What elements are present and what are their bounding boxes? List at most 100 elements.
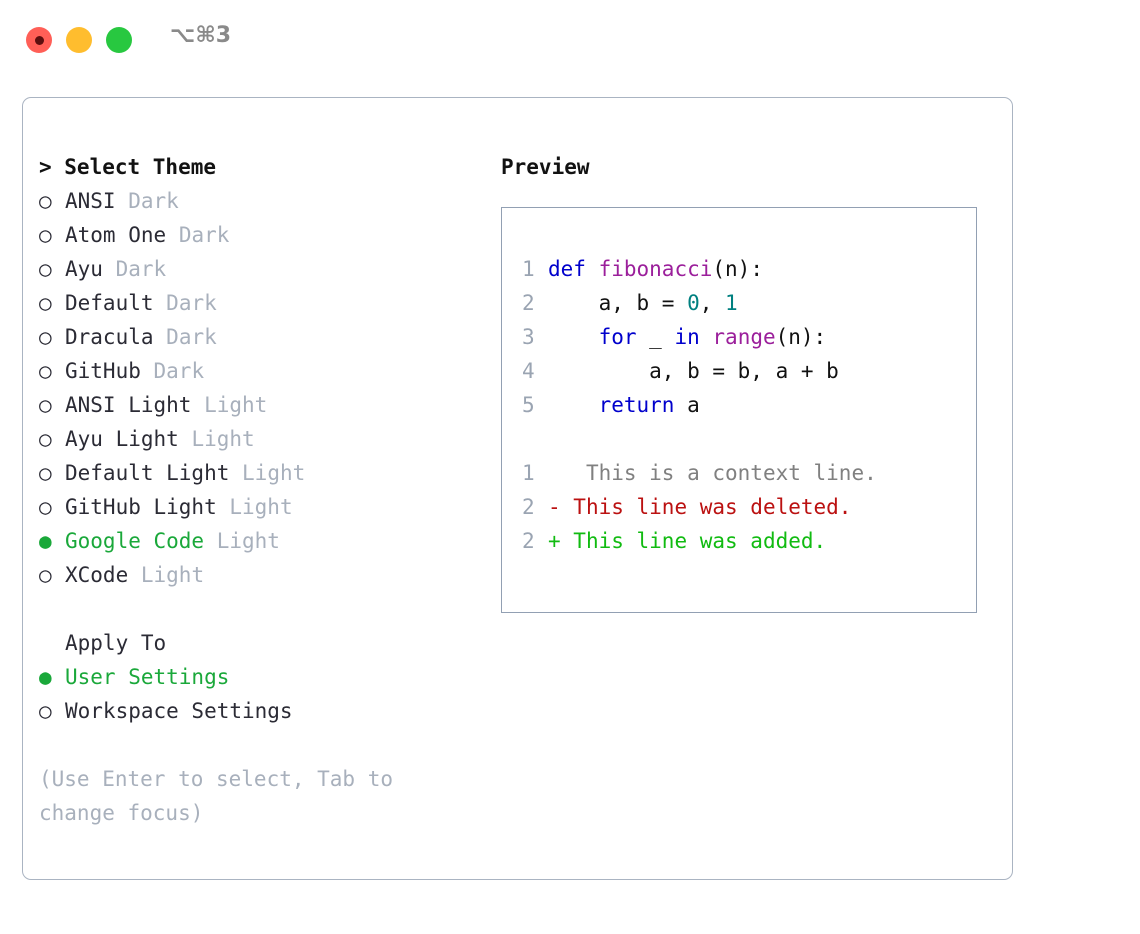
diff-text: This is a context line.: [560, 461, 877, 485]
diff-marker: [548, 461, 561, 485]
maximize-window-button[interactable]: [106, 27, 132, 53]
theme-option-ayu[interactable]: ○ Ayu Dark: [39, 252, 489, 286]
code-token: ,: [699, 291, 726, 315]
diff-line-ctx: 1 This is a context line.: [522, 456, 976, 490]
theme-option-tag: Light: [191, 427, 255, 451]
line-number: 2: [522, 291, 535, 315]
theme-option-name: Ayu: [65, 257, 103, 281]
code-token: [700, 325, 713, 349]
close-window-button[interactable]: [26, 27, 52, 53]
radio-unselected-icon: ○: [39, 563, 52, 587]
theme-option-ansi-light[interactable]: ○ ANSI Light Light: [39, 388, 489, 422]
keyboard-hint-text: (Use Enter to select, Tab to change focu…: [39, 767, 406, 825]
theme-option-tag: Dark: [153, 359, 205, 383]
code-token: in: [674, 325, 700, 349]
theme-option-default[interactable]: ○Default Dark: [39, 286, 489, 320]
code-line: 5 return a: [522, 388, 976, 422]
diff-text: This line was deleted.: [560, 495, 852, 519]
code-token: a, b = b, a + b: [548, 359, 839, 383]
theme-option-default-light[interactable]: ○Default Light Light: [39, 456, 489, 490]
theme-option-tag: Dark: [128, 189, 179, 213]
code-diff-spacer: [522, 422, 976, 456]
theme-option-xcode[interactable]: ○ XCode Light: [39, 558, 489, 592]
code-token: _: [636, 325, 675, 349]
theme-option-name: Dracula: [65, 325, 154, 349]
radio-unselected-icon: ○: [39, 359, 52, 383]
diff-sample: 1 This is a context line.2- This line wa…: [522, 456, 976, 558]
radio-unselected-icon: ○: [39, 223, 52, 247]
theme-option-name: GitHub Light: [65, 495, 217, 519]
radio-selected-icon: ●: [39, 529, 52, 553]
theme-option-ansi[interactable]: ○ ANSI Dark: [39, 184, 489, 218]
radio-unselected-icon: ○: [39, 393, 52, 417]
theme-option-tag: Light: [140, 563, 205, 587]
apply-to-option-name: Workspace Settings: [65, 699, 293, 723]
theme-option-name: XCode: [65, 563, 129, 587]
theme-option-tag: Light: [229, 495, 293, 519]
theme-option-name: Ayu Light: [65, 427, 179, 451]
apply-to-option-workspace-settings[interactable]: ○ Workspace Settings: [39, 694, 489, 728]
code-token: [586, 257, 599, 281]
apply-to-section: Apply To ● User Settings ○ Workspace Settin…: [39, 626, 489, 728]
code-token: a: [674, 393, 700, 417]
code-line: 3 for _ in range(n):: [522, 320, 976, 354]
code-token: 1: [725, 291, 738, 315]
theme-option-tag: Dark: [115, 257, 167, 281]
theme-option-name: GitHub: [65, 359, 141, 383]
code-token: fibonacci: [598, 257, 713, 281]
theme-option-name: Default Light: [65, 461, 230, 485]
theme-settings-panel: > Select Theme ○ANSI Dark○Atom One Dark○…: [22, 97, 1013, 880]
radio-unselected-icon: ○: [39, 495, 52, 519]
code-token: (n):: [775, 325, 827, 349]
apply-to-option-name: User Settings: [65, 665, 230, 689]
theme-option-tag: Light: [204, 393, 268, 417]
line-number: 3: [522, 325, 535, 349]
code-token: a, b =: [548, 291, 688, 315]
theme-option-tag: Dark: [166, 291, 217, 315]
radio-unselected-icon: ○: [39, 699, 52, 723]
diff-text: This line was added.: [560, 529, 827, 553]
line-number: 1: [522, 461, 535, 485]
line-number: 4: [522, 359, 535, 383]
minimize-window-button[interactable]: [66, 27, 92, 53]
theme-option-github-light[interactable]: ○ GitHub Light Light: [39, 490, 489, 524]
preview-title: Preview: [501, 155, 590, 179]
theme-list[interactable]: ○ANSI Dark○Atom One Dark○Ayu Dark○Defaul…: [39, 184, 489, 592]
line-number: 2: [522, 529, 535, 553]
diff-marker: +: [548, 529, 561, 553]
code-token: 0: [687, 291, 700, 315]
theme-option-name: ANSI: [65, 189, 116, 213]
title-bar: ⌥⌘3: [0, 0, 1140, 78]
diff-line-del: 2- This line was deleted.: [522, 490, 976, 524]
code-line: 2 a, b = 0, 1: [522, 286, 976, 320]
radio-selected-icon: ●: [39, 665, 52, 689]
line-number: 2: [522, 495, 535, 519]
code-token: range: [712, 325, 776, 349]
apply-to-list[interactable]: ● User Settings ○ Workspace Settings: [39, 660, 489, 728]
close-icon: [34, 35, 44, 45]
code-line: 4 a, b = b, a + b: [522, 354, 976, 388]
apply-to-header: Apply To: [65, 631, 167, 655]
theme-option-ayu-light[interactable]: ○Ayu Light Light: [39, 422, 489, 456]
code-token: [548, 393, 599, 417]
apply-to-option-user-settings[interactable]: ● User Settings: [39, 660, 489, 694]
diff-line-add: 2 + This line was added.: [522, 524, 976, 558]
select-theme-header: > Select Theme: [39, 155, 217, 179]
code-token: (n):: [712, 257, 763, 281]
theme-picker-column: > Select Theme ○ANSI Dark○Atom One Dark○…: [39, 150, 489, 830]
radio-unselected-icon: ○: [39, 325, 52, 349]
radio-unselected-icon: ○: [39, 461, 52, 485]
line-number: 1: [522, 257, 535, 281]
radio-unselected-icon: ○: [39, 257, 52, 281]
theme-option-atom-one[interactable]: ○Atom One Dark: [39, 218, 489, 252]
theme-option-dracula[interactable]: ○Dracula Dark: [39, 320, 489, 354]
theme-option-tag: Dark: [178, 223, 230, 247]
theme-option-github[interactable]: ○ GitHub Dark: [39, 354, 489, 388]
line-number: 5: [522, 393, 535, 417]
theme-option-name: ANSI Light: [65, 393, 192, 417]
radio-unselected-icon: ○: [39, 189, 52, 213]
theme-option-google-code[interactable]: ●Google Code Light: [39, 524, 489, 558]
